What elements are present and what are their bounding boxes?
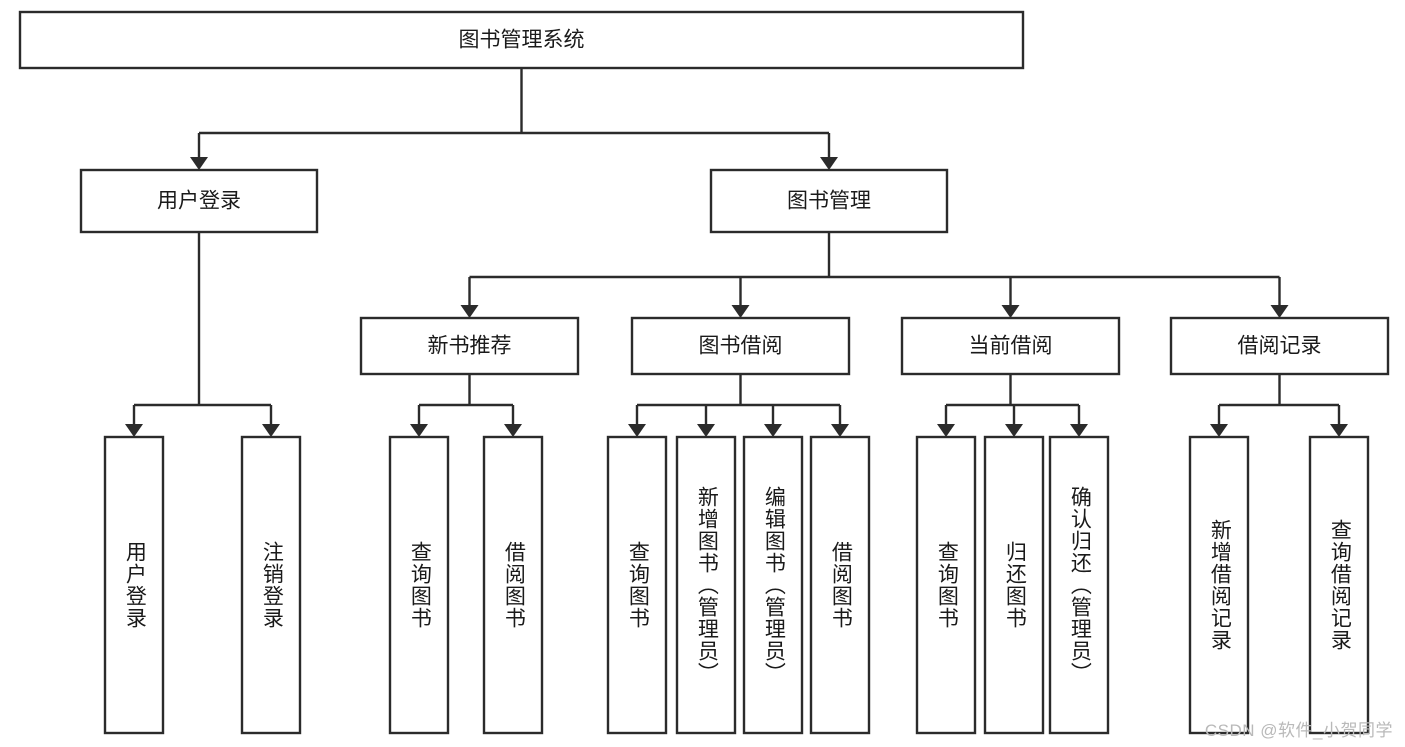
node-box-leaf-query-book-3[interactable] bbox=[915, 435, 977, 735]
node-level2[interactable]: 用户登录 bbox=[79, 168, 319, 234]
connectors-layer bbox=[125, 68, 1348, 437]
node-leaf[interactable] bbox=[1308, 435, 1370, 735]
node-box-borrow-record[interactable] bbox=[1169, 316, 1390, 376]
connector-conn-br-trunk bbox=[1210, 374, 1348, 437]
node-label-root: 图书管理系统 bbox=[459, 29, 585, 52]
node-leaf[interactable] bbox=[915, 435, 977, 735]
node-box-new-book-recommend[interactable] bbox=[359, 316, 580, 376]
node-leaf[interactable] bbox=[1048, 435, 1110, 735]
node-leaf[interactable] bbox=[1188, 435, 1250, 735]
node-box-leaf-query-book-2[interactable] bbox=[606, 435, 668, 735]
node-box-user-login[interactable] bbox=[79, 168, 319, 234]
node-leaf[interactable] bbox=[240, 435, 302, 735]
node-box-leaf-user-logout[interactable] bbox=[240, 435, 302, 735]
node-leaf[interactable] bbox=[742, 435, 804, 735]
node-box-leaf-query-record[interactable] bbox=[1308, 435, 1370, 735]
node-box-leaf-user-login[interactable] bbox=[103, 435, 165, 735]
node-leaf[interactable] bbox=[983, 435, 1045, 735]
node-level2[interactable]: 图书管理 bbox=[709, 168, 949, 234]
node-box-book-manage[interactable] bbox=[709, 168, 949, 234]
connector-conn-bb-trunk bbox=[628, 374, 849, 437]
connector-conn-bm-trunk bbox=[460, 232, 1289, 318]
node-label-user-login: 用户登录 bbox=[157, 190, 241, 213]
node-label-borrow-record: 借阅记录 bbox=[1238, 335, 1322, 358]
node-box-leaf-borrow-book-2[interactable] bbox=[809, 435, 871, 735]
node-level3[interactable]: 借阅记录 bbox=[1169, 316, 1390, 376]
node-label-new-book-recommend: 新书推荐 bbox=[428, 335, 512, 358]
node-box-leaf-add-record[interactable] bbox=[1188, 435, 1250, 735]
node-leaf[interactable] bbox=[388, 435, 450, 735]
node-box-leaf-query-book-1[interactable] bbox=[388, 435, 450, 735]
node-box-leaf-confirm-return[interactable] bbox=[1048, 435, 1110, 735]
node-box-root[interactable] bbox=[18, 10, 1025, 70]
node-root[interactable]: 图书管理系统 bbox=[18, 10, 1025, 70]
node-box-book-borrow[interactable] bbox=[630, 316, 851, 376]
node-leaf[interactable] bbox=[606, 435, 668, 735]
connector-conn-ul-trunk bbox=[125, 232, 280, 437]
node-level3[interactable]: 当前借阅 bbox=[900, 316, 1121, 376]
node-label-book-borrow: 图书借阅 bbox=[699, 335, 783, 358]
connector-conn-cb-trunk bbox=[937, 374, 1088, 437]
node-box-leaf-borrow-book-1[interactable] bbox=[482, 435, 544, 735]
node-label-book-manage: 图书管理 bbox=[787, 190, 871, 213]
node-leaf[interactable] bbox=[482, 435, 544, 735]
watermark-text: CSDN @软件_小贺同学 bbox=[1204, 721, 1393, 740]
connector-conn-nbr-trunk bbox=[410, 374, 522, 437]
node-box-leaf-return-book[interactable] bbox=[983, 435, 1045, 735]
node-level3[interactable]: 图书借阅 bbox=[630, 316, 851, 376]
node-label-current-borrow: 当前借阅 bbox=[969, 335, 1053, 358]
connector-conn-root-trunk bbox=[190, 68, 838, 170]
node-box-current-borrow[interactable] bbox=[900, 316, 1121, 376]
node-box-leaf-edit-book[interactable] bbox=[742, 435, 804, 735]
node-leaf[interactable] bbox=[103, 435, 165, 735]
node-leaf[interactable] bbox=[675, 435, 737, 735]
node-box-leaf-add-book[interactable] bbox=[675, 435, 737, 735]
node-level3[interactable]: 新书推荐 bbox=[359, 316, 580, 376]
node-leaf[interactable] bbox=[809, 435, 871, 735]
